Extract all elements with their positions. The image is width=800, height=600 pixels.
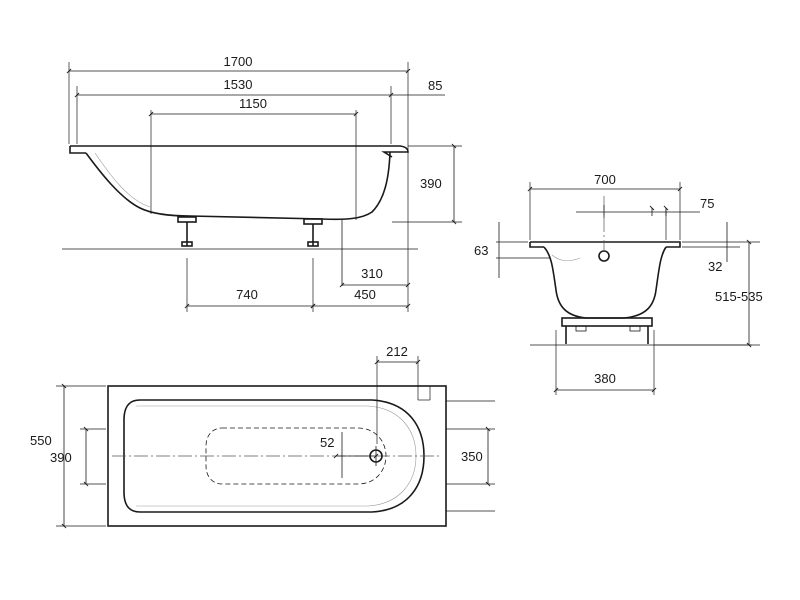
dim-label-1150: 1150	[239, 96, 267, 111]
foot-left	[177, 216, 197, 247]
end-view: 700 75 63 32 515-535 380	[474, 172, 763, 395]
dim-label-390-plan: 390	[50, 450, 72, 465]
dim-label-85: 85	[428, 78, 442, 93]
plan-view-bottom-recess	[205, 427, 387, 485]
dim-label-350: 350	[461, 449, 483, 464]
dim-label-740: 740	[236, 287, 258, 302]
end-view-body-outline	[543, 246, 667, 319]
dim-label-390-side: 390	[420, 176, 442, 191]
dim-label-75: 75	[700, 196, 714, 211]
dim-label-1530: 1530	[224, 77, 253, 92]
dim-label-380: 380	[594, 371, 616, 386]
dim-label-550: 550	[30, 433, 52, 448]
dim-label-515-535: 515-535	[715, 289, 763, 304]
end-view-drain	[598, 250, 610, 262]
dim-label-212: 212	[386, 344, 408, 359]
foot-right	[303, 218, 323, 247]
dim-label-450: 450	[354, 287, 376, 302]
plan-view-outer-rim	[107, 385, 447, 527]
dim-label-1700: 1700	[224, 54, 253, 69]
plan-view: 212 52 550 390 350	[30, 344, 495, 529]
dim-label-52: 52	[320, 435, 334, 450]
end-view-rim	[529, 241, 681, 248]
plan-view-basin-outline	[123, 399, 425, 513]
side-view-rim	[70, 145, 409, 158]
side-view: 1700 1530 1150 85 390 740 310 450	[62, 54, 462, 312]
dim-label-700: 700	[594, 172, 616, 187]
dim-label-32: 32	[708, 259, 722, 274]
dim-label-63: 63	[474, 243, 488, 258]
side-view-body-outline	[85, 151, 391, 221]
dim-label-310: 310	[361, 266, 383, 281]
